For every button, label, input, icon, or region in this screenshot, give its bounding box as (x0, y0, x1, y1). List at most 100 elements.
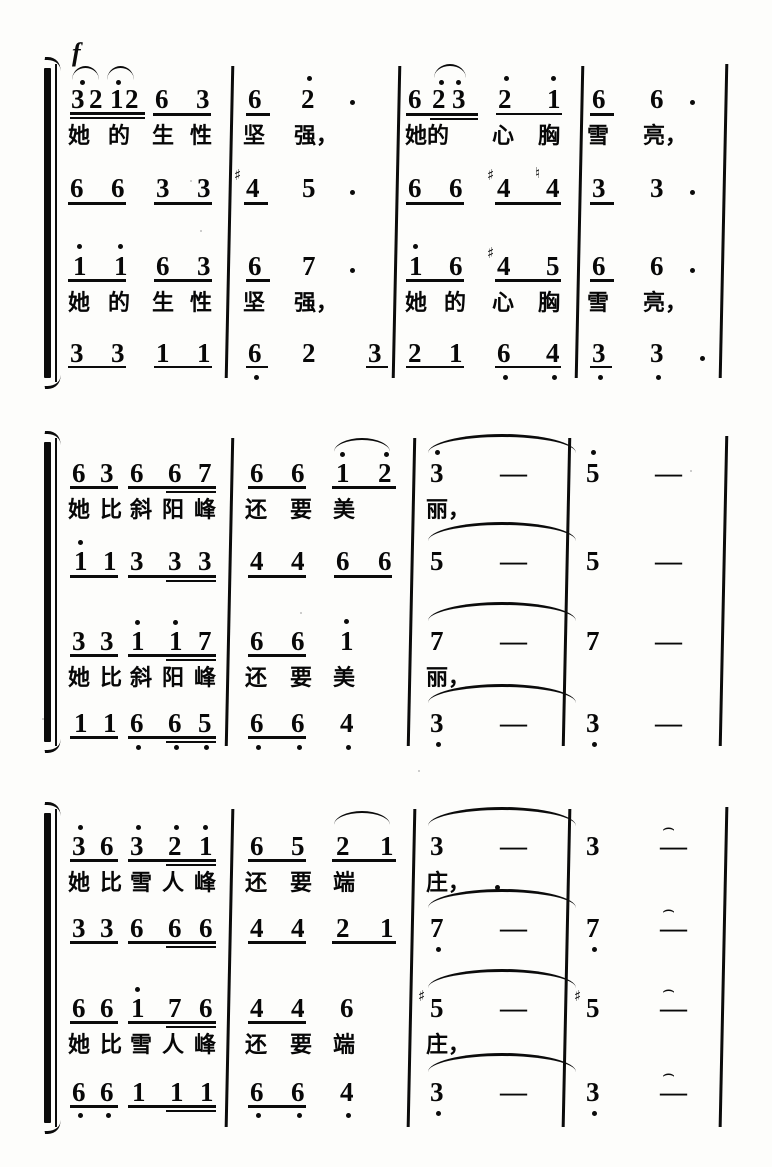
note: 5 (586, 546, 600, 576)
note: 3 (452, 84, 466, 114)
beam (154, 366, 212, 368)
note: 3 (100, 626, 114, 656)
lyric: 比 (100, 666, 123, 691)
note: 6 (168, 913, 182, 943)
note: 1 (547, 84, 561, 114)
note: 4 (340, 708, 354, 738)
note: 6 (650, 84, 664, 114)
octave-dot-up (504, 76, 509, 81)
note: 6 (72, 458, 86, 488)
duration-dot (350, 100, 355, 105)
octave-dot-down (436, 742, 441, 747)
note: 5 (430, 993, 444, 1023)
note: 5 (291, 831, 305, 861)
barline-s2-2 (406, 438, 417, 746)
lyric: 心 (492, 291, 515, 316)
beam (128, 1105, 216, 1108)
note: 6 (449, 173, 463, 203)
note: 7 (198, 626, 212, 656)
beam (406, 279, 464, 282)
octave-dot-down (592, 1111, 597, 1116)
system-brace (43, 431, 62, 753)
beam (70, 1105, 118, 1108)
lyric: 她 (68, 871, 91, 896)
octave-dot-down (78, 1113, 83, 1118)
note: 3 (196, 84, 210, 114)
note: 6 (100, 993, 114, 1023)
beam (248, 736, 306, 739)
note: 4 (250, 546, 264, 576)
note: 7 (430, 626, 444, 656)
note-dash: — (500, 831, 527, 861)
lyric: 雪 (587, 124, 610, 149)
tie (428, 602, 576, 621)
beam (153, 113, 211, 116)
barline-s1-1 (224, 66, 235, 378)
lyric: 她 (68, 498, 91, 523)
sharp-icon: ♯ (234, 166, 242, 184)
note-dash: — (500, 1077, 527, 1107)
lyric: 端 (333, 871, 356, 896)
note: 1 (380, 913, 394, 943)
note: 5 (198, 708, 212, 738)
octave-dot-up (78, 825, 83, 830)
note: 6 (250, 1077, 264, 1107)
beam (166, 946, 216, 948)
lyric: 要 (290, 666, 313, 691)
beam (70, 112, 145, 115)
note: 3 (592, 338, 606, 368)
note: 6 (378, 546, 392, 576)
note: 1 (169, 626, 183, 656)
beam (248, 1105, 306, 1108)
duration-dot (690, 190, 695, 195)
note-dash: — (660, 1077, 687, 1107)
note: 6 (72, 993, 86, 1023)
note: 6 (248, 84, 262, 114)
lyric: 阳 (162, 666, 185, 691)
note: 6 (248, 251, 262, 281)
paper-speck (300, 612, 302, 614)
note: 2 (302, 338, 316, 368)
beam (68, 279, 126, 282)
note: 4 (250, 913, 264, 943)
note: 2 (336, 913, 350, 943)
note: 2 (336, 831, 350, 861)
tie (428, 1053, 576, 1072)
note: 3 (130, 546, 144, 576)
octave-dot-up (307, 76, 312, 81)
note: 1 (449, 338, 463, 368)
beam (154, 279, 212, 282)
lyric: 要 (290, 1033, 313, 1058)
octave-dot-up (118, 244, 123, 249)
octave-dot-up (413, 244, 418, 249)
beam (334, 575, 392, 578)
note: 1 (380, 831, 394, 861)
note: 4 (340, 1077, 354, 1107)
octave-dot-down (656, 375, 661, 380)
slur-s1m1-a (72, 66, 99, 80)
note: 3 (72, 626, 86, 656)
lyric: 庄， (426, 871, 471, 896)
sharp-icon: ♯ (574, 987, 582, 1005)
note: 3 (70, 338, 84, 368)
slur-s2m2 (334, 438, 390, 452)
note: 7 (168, 993, 182, 1023)
lyric: 生 (152, 291, 175, 316)
octave-dot-up (591, 450, 596, 455)
note: 2 (498, 84, 512, 114)
beam (128, 654, 216, 657)
barline-s1-3 (574, 66, 585, 378)
note: 6 (291, 1077, 305, 1107)
lyric: 她 (68, 124, 91, 149)
note-dash: — (500, 993, 527, 1023)
lyric: 丽， (426, 666, 471, 691)
note: 1 (336, 458, 350, 488)
beam (406, 113, 478, 116)
note: 6 (156, 251, 170, 281)
note: 3 (198, 546, 212, 576)
lyric: 峰 (194, 666, 217, 691)
beam (248, 486, 306, 489)
note: 6 (100, 1077, 114, 1107)
note: 1 (340, 626, 354, 656)
lyric: 峰 (194, 498, 217, 523)
